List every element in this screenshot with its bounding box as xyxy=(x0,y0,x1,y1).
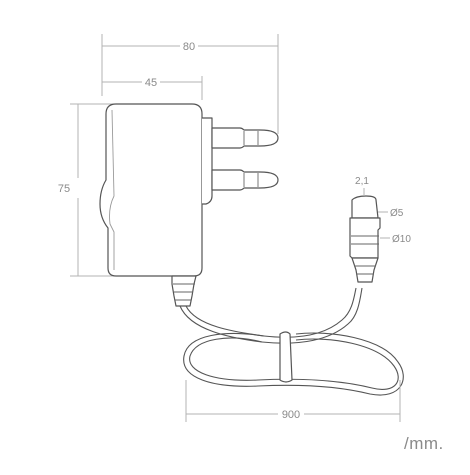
inner-diameter-label: Ø5 xyxy=(390,208,404,219)
cable-loop-outer xyxy=(183,332,404,396)
strain-relief xyxy=(171,275,197,307)
total-width-label: 80 xyxy=(183,41,195,53)
body-depth-label: 45 xyxy=(145,77,157,89)
cable-tie xyxy=(279,331,293,383)
pin-diameter-label: 2,1 xyxy=(355,176,369,187)
adapter-body xyxy=(99,103,213,277)
outer-diameter-label: Ø10 xyxy=(392,234,411,245)
dc-barrel-plug xyxy=(349,195,381,283)
barrel-tip xyxy=(351,195,379,219)
upper-pin xyxy=(211,127,279,149)
barrel-strain-relief xyxy=(351,257,379,283)
dimension-cable-length: 900 xyxy=(185,380,401,422)
cable-upper xyxy=(179,287,363,344)
unit-label: /mm. xyxy=(404,434,444,453)
cable-length-label: 900 xyxy=(282,409,300,421)
lower-pin xyxy=(211,169,279,191)
cable-loop xyxy=(189,337,399,390)
plug-face xyxy=(202,117,213,205)
cable-assembly xyxy=(171,275,404,396)
housing-edge-detail xyxy=(109,109,115,270)
barrel-callouts: 2,1 Ø5 Ø10 xyxy=(355,176,411,245)
height-label: 75 xyxy=(58,183,70,195)
dimension-height: 75 xyxy=(58,103,116,277)
dimension-body-depth: 45 xyxy=(102,76,203,100)
barrel-collar xyxy=(349,217,381,259)
adapter-housing xyxy=(99,103,203,277)
plug-pins xyxy=(211,127,279,191)
cable-upper-inner xyxy=(185,287,357,338)
dimension-total-width: 80 xyxy=(101,34,279,134)
